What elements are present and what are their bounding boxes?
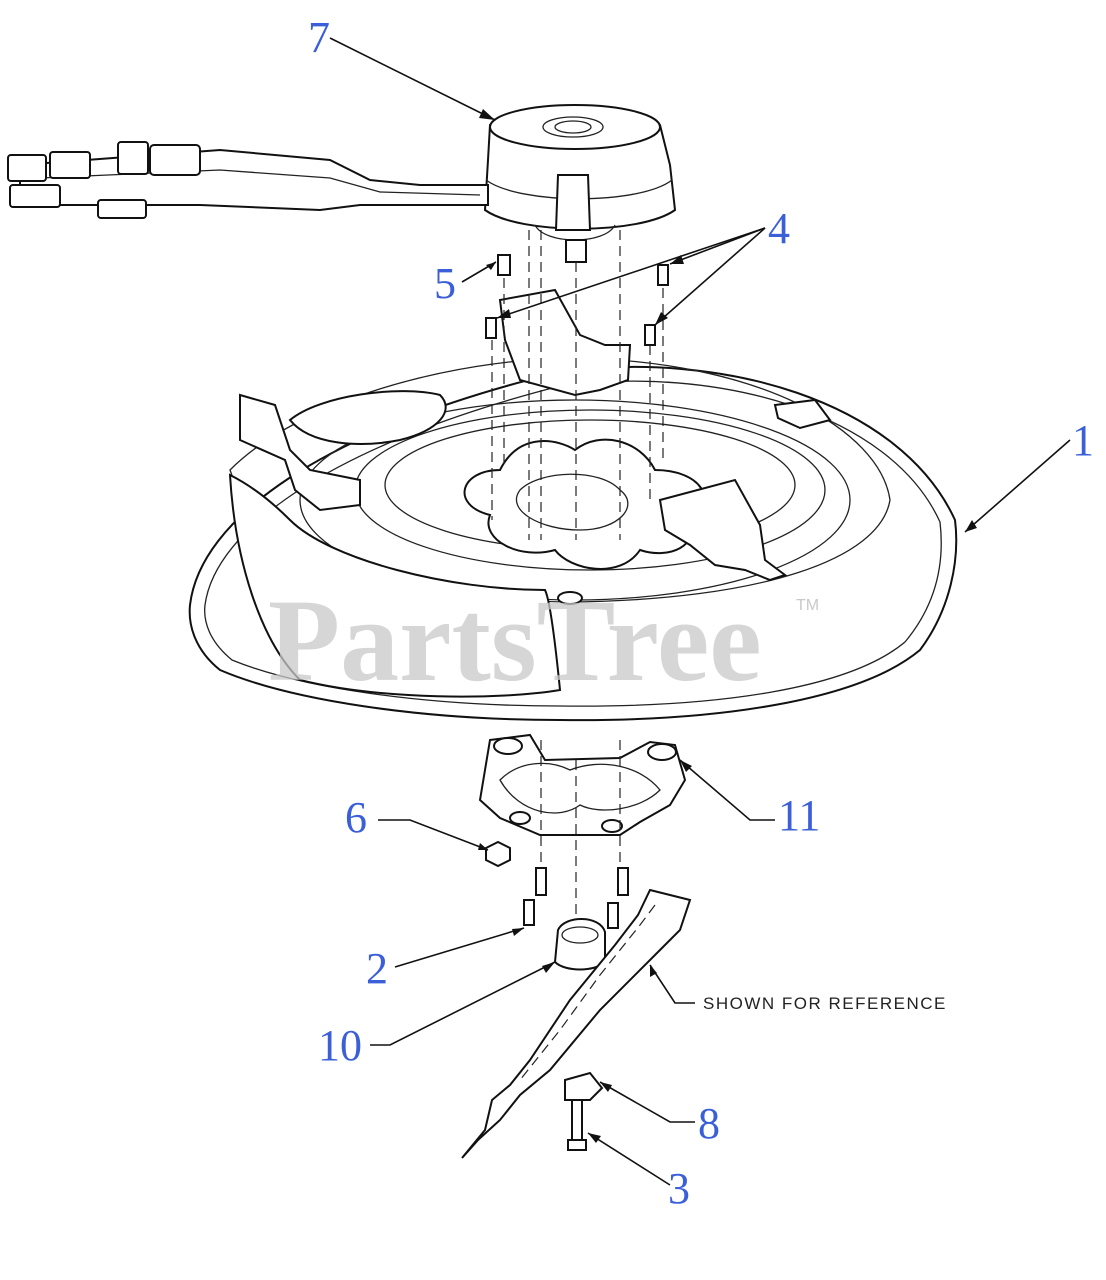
- callout-2: 2: [366, 944, 388, 993]
- reference-note: SHOWN FOR REFERENCE: [703, 994, 947, 1013]
- assembly-lines: [491, 230, 664, 915]
- deck-part-1: [188, 357, 958, 722]
- callout-5: 5: [434, 259, 456, 308]
- watermark-trademark: TM: [796, 597, 819, 614]
- callout-10: 10: [318, 1021, 362, 1070]
- bolt-part-5: [497, 254, 511, 276]
- bolts-part-4: [485, 264, 669, 346]
- callout-6: 6: [345, 793, 367, 842]
- callout-1: 1: [1072, 416, 1094, 465]
- blade-hub-part-10: [553, 918, 606, 971]
- blade-reference: [461, 888, 692, 1159]
- bolt-part-3: [567, 1099, 587, 1151]
- callout-3: 3: [668, 1164, 690, 1213]
- nut-part-6: [485, 840, 511, 868]
- retainer-part-8: [564, 1071, 604, 1101]
- leader-lines: [329, 37, 1071, 1186]
- bolts-part-2: [523, 867, 629, 929]
- motor-part-7: [7, 104, 677, 263]
- adapter-plate-part-11: [478, 733, 687, 836]
- callout-11: 11: [778, 791, 820, 840]
- arrowheads: [478, 109, 977, 1143]
- callout-4: 4: [768, 204, 790, 253]
- callout-7: 7: [308, 13, 330, 62]
- watermark-text: PartsTree: [268, 575, 762, 706]
- motor-mount-bracket: [498, 288, 632, 397]
- callout-8: 8: [698, 1099, 720, 1148]
